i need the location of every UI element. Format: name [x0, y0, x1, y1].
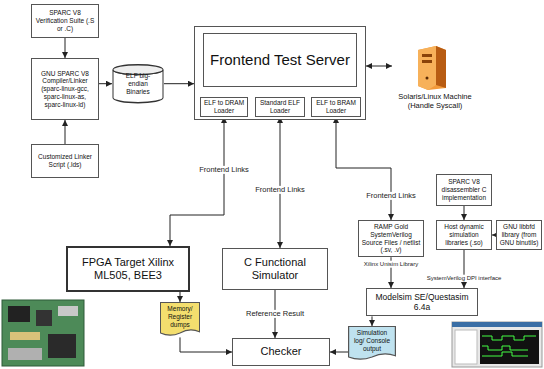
connector	[366, 66, 392, 67]
loader-box: ELF to BRAM Loader	[311, 97, 361, 117]
fpga-board-photo	[2, 300, 84, 366]
host-machine: Solaris/Linux Machine (Handle Syscall)	[392, 44, 478, 114]
edge-label: Reference Result	[245, 310, 305, 318]
node-label: ELF big-endian Binaries	[118, 72, 158, 95]
disassembler-box: SPARC V8 disassembler C implementation	[436, 174, 492, 206]
connector	[372, 316, 373, 326]
edge-label: Frontend Links	[198, 166, 250, 174]
modelsim-box: Modelsim SE/Questasim 6.4a	[366, 288, 478, 316]
loader-box: ELF to DRAM Loader	[200, 97, 248, 117]
edge-label: Frontend Links	[365, 192, 417, 200]
node-label: Checker	[261, 345, 302, 358]
wave-panel	[480, 330, 539, 364]
log-document: Simulation log/ Console output	[348, 326, 396, 361]
server-icon	[410, 44, 450, 90]
node-label: SPARC V8 Verification Suite (.S or .C)	[34, 9, 96, 32]
source-box: RAMP Gold SystemVerilog Source Files / n…	[358, 220, 424, 257]
node-label: C Functional Simulator	[226, 256, 324, 282]
connector	[336, 117, 391, 220]
edge-label: SystemVerilog DPI interface	[426, 275, 503, 282]
dump-document: Memory/ Register dumps	[160, 302, 200, 337]
loader-box: Standard ELF Loader	[255, 97, 305, 117]
node-label: ELF to DRAM Loader	[202, 99, 246, 115]
window	[452, 322, 542, 367]
node-label: Modelsim SE/Questasim 6.4a	[370, 292, 474, 312]
connector	[180, 292, 181, 302]
waveform	[482, 336, 536, 356]
simulator-box: C Functional Simulator	[222, 248, 328, 290]
library-box: GNU libbfd library (from GNU binutils)	[496, 220, 542, 250]
node-label: Customized Linker Script (.lds)	[34, 153, 96, 169]
title-bar	[452, 322, 542, 327]
board	[2, 300, 84, 366]
connector	[180, 337, 232, 352]
chip	[36, 310, 52, 326]
server-box: Frontend Test ServerELF to DRAM Loader St…	[194, 26, 366, 120]
connector	[280, 117, 281, 248]
node-label: ELF to BRAM Loader	[313, 99, 359, 115]
connector	[464, 206, 465, 220]
connector	[65, 38, 66, 58]
connector	[10, 332, 40, 340]
connector	[464, 250, 465, 288]
node-label: Memory/ Register dumps	[163, 305, 197, 328]
fpga-box: FPGA Target Xilinx ML505, BEE3	[66, 246, 190, 292]
binary-store: ELF big-endian Binaries	[112, 64, 164, 103]
edge-label: Frontend Links	[254, 186, 306, 194]
connector	[170, 117, 224, 246]
node-label: SPARC V8 disassembler C implementation	[439, 178, 489, 201]
linker-script-box: Customized Linker Script (.lds)	[31, 144, 99, 178]
node-label: FPGA Target Xilinx ML505, BEE3	[71, 256, 185, 282]
suite-box: SPARC V8 Verification Suite (.S or .C)	[31, 4, 99, 38]
node-label: Standard ELF Loader	[257, 99, 303, 115]
chip	[48, 334, 76, 358]
node-label: GNU libbfd library (from GNU binutils)	[499, 223, 539, 246]
server-title: Frontend Test Server	[203, 33, 357, 87]
panel	[455, 330, 477, 364]
edge-label: Xilinx Unisim Library	[363, 261, 419, 268]
connector	[8, 348, 42, 360]
node-label: Simulation log/ Console output	[351, 329, 393, 352]
connector	[99, 83, 112, 84]
checker-box: Checker	[232, 338, 330, 366]
node-label: Solaris/Linux Machine (Handle Syscall)	[392, 92, 478, 110]
node-label: GNU SPARC V8 Compiler/Linker (sparc-linu…	[34, 70, 96, 109]
chip	[8, 306, 30, 322]
compiler-box: GNU SPARC V8 Compiler/Linker (sparc-linu…	[31, 58, 99, 120]
node-label: RAMP Gold SystemVerilog Source Files / n…	[361, 223, 421, 254]
connector	[58, 306, 78, 316]
connector	[330, 352, 348, 353]
connector	[65, 120, 66, 144]
simulator-screenshot	[452, 322, 542, 367]
connector	[164, 83, 194, 84]
library-box: Host dynamic simulation libraries (.so)	[436, 220, 492, 250]
node-label: Host dynamic simulation libraries (.so)	[439, 223, 489, 246]
